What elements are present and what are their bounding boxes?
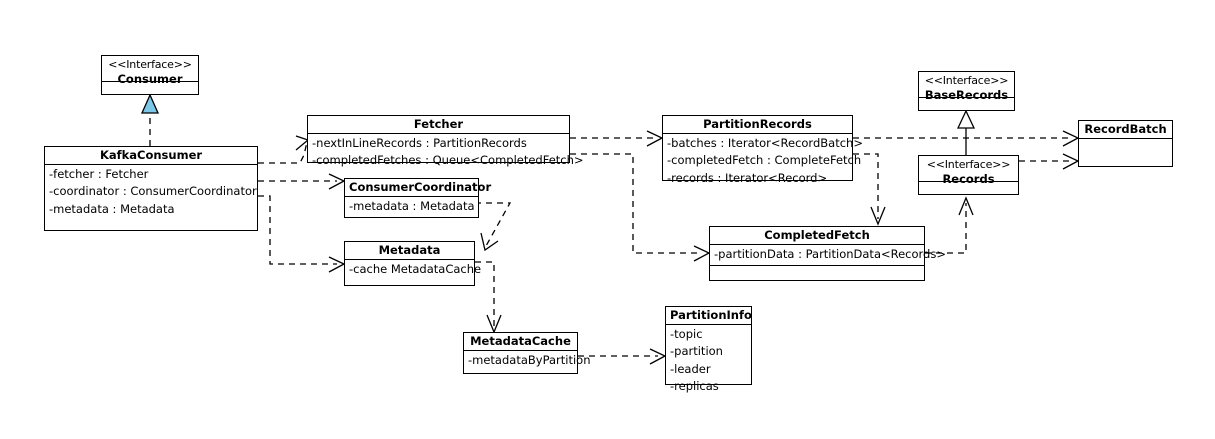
class-box-partitioninfo[interactable]: PartitionInfo -topic -partition -leader …: [665, 306, 752, 393]
link-completedfetch-to-records: [925, 196, 974, 254]
class-name-label: CompletedFetch: [764, 228, 870, 242]
link-kafkaconsumer-realizes-consumer: [140, 93, 160, 146]
attribute-row: -leader: [670, 361, 711, 376]
class-name-label: Records: [942, 171, 995, 186]
class-attributes-fetcher: -nextInLineRecords : PartitionRecords -c…: [308, 134, 584, 172]
class-header-recordbatch: RecordBatch: [1079, 121, 1172, 139]
class-header-consumercoordinator: ConsumerCoordinator: [345, 179, 491, 197]
attribute-row: -cache MetadataCache: [349, 262, 482, 276]
class-name-label: Fetcher: [413, 117, 464, 131]
stereotype-label: <<Interface>>: [924, 74, 1009, 87]
class-attributes-empty: [1079, 139, 1172, 166]
class-name-label: PartitionInfo: [670, 308, 752, 322]
attribute-row: -metadata : Metadata: [49, 201, 175, 216]
class-name-label: PartitionRecords: [703, 117, 812, 131]
class-attributes-kafkaconsumer: -fetcher : Fetcher -coordinator : Consum…: [45, 165, 257, 220]
class-box-partitionrecords[interactable]: PartitionRecords -batches : Iterator<Rec…: [662, 115, 863, 185]
link-metadatacache-to-partitioninfo: [578, 348, 667, 365]
class-box-recordbatch[interactable]: RecordBatch: [1078, 120, 1173, 167]
class-header-kafkaconsumer: KafkaConsumer: [45, 147, 257, 165]
link-partitionrecords-to-recordbatch: [853, 130, 1080, 147]
class-header-consumer: <<Interface>> Consumer: [102, 56, 198, 86]
link-records-inherits-baserecords: [956, 109, 976, 155]
class-header-baserecords: <<Interface>> BaseRecords: [919, 72, 1014, 102]
attribute-row: -topic: [670, 327, 703, 341]
link-records-to-recordbatch: [1019, 153, 1080, 170]
link-kafkaconsumer-to-metadata: [258, 195, 346, 273]
class-box-consumer[interactable]: <<Interface>> Consumer: [101, 55, 199, 95]
class-attributes-completedfetch: -partitionData : PartitionData<Records>: [710, 245, 946, 267]
class-attributes-consumercoordinator: -metadata : Metadata: [345, 197, 478, 217]
class-header-metadatacache: MetadataCache: [464, 333, 577, 351]
attribute-row: -replicas: [670, 379, 719, 394]
class-header-fetcher: Fetcher: [308, 116, 569, 134]
attribute-row: -partitionData : PartitionData<Records>: [714, 247, 946, 261]
class-box-records[interactable]: <<Interface>> Records: [918, 155, 1019, 195]
class-attributes-partitioninfo: -topic -partition -leader -replicas: [666, 325, 751, 398]
class-box-metadatacache[interactable]: MetadataCache -metadataByPartition: [463, 332, 591, 374]
class-box-metadata[interactable]: Metadata -cache MetadataCache: [344, 241, 482, 286]
class-header-completedfetch: CompletedFetch: [710, 227, 924, 245]
class-name-label: MetadataCache: [470, 334, 571, 348]
class-box-consumercoordinator[interactable]: ConsumerCoordinator -metadata : Metadata: [344, 178, 491, 218]
attribute-row: -records : Iterator<Record>: [667, 170, 828, 185]
class-header-partitionrecords: PartitionRecords: [663, 116, 852, 134]
class-name-label: Consumer: [117, 71, 183, 86]
link-consumercoordinator-to-metadata: [475, 202, 512, 252]
attribute-row: -fetcher : Fetcher: [49, 167, 149, 181]
class-box-fetcher[interactable]: Fetcher -nextInLineRecords : PartitionRe…: [307, 115, 584, 167]
link-kafkaconsumer-to-fetcher: [258, 135, 310, 164]
class-name-label: RecordBatch: [1084, 122, 1167, 136]
link-kafkaconsumer-to-consumercoordinator: [258, 173, 346, 190]
attribute-row: -completedFetches : Queue<CompletedFetch…: [312, 153, 584, 168]
class-header-records: <<Interface>> Records: [919, 156, 1018, 186]
class-header-partitioninfo: PartitionInfo: [666, 307, 752, 325]
class-header-metadata: Metadata: [345, 242, 474, 260]
class-name-label: BaseRecords: [924, 87, 1009, 102]
class-name-label: Metadata: [378, 243, 441, 257]
attribute-row: -partition: [670, 344, 723, 359]
attribute-row: -batches : Iterator<RecordBatch>: [667, 136, 863, 150]
class-box-completedfetch[interactable]: CompletedFetch -partitionData : Partitio…: [709, 226, 946, 281]
attribute-row: -metadata : Metadata: [349, 199, 475, 213]
class-attributes-metadatacache: -metadataByPartition: [464, 351, 591, 371]
class-attributes-partitionrecords: -batches : Iterator<RecordBatch> -comple…: [663, 134, 863, 189]
class-attributes-metadata: -cache MetadataCache: [345, 260, 482, 280]
class-box-kafkaconsumer[interactable]: KafkaConsumer -fetcher : Fetcher -coordi…: [44, 146, 258, 231]
stereotype-label: <<Interface>>: [108, 58, 192, 71]
attribute-row: -nextInLineRecords : PartitionRecords: [312, 136, 527, 150]
class-name-label: ConsumerCoordinator: [349, 180, 492, 194]
stereotype-label: <<Interface>>: [926, 158, 1011, 171]
attribute-row: -coordinator : ConsumerCoordinator: [49, 184, 257, 199]
attribute-row: -metadataByPartition: [468, 353, 591, 367]
class-name-label: KafkaConsumer: [99, 148, 203, 162]
link-fetcher-to-partitionrecords: [570, 130, 664, 147]
class-box-baserecords[interactable]: <<Interface>> BaseRecords: [918, 71, 1015, 111]
attribute-row: -completedFetch : CompleteFetch: [667, 153, 862, 168]
